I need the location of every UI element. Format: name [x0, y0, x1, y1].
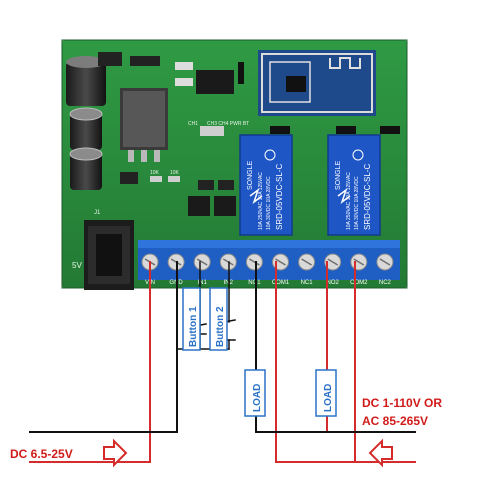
relay-2: SONGLE 10A 250VAC 10A 125VAC 10A 30VDC 1…	[327, 134, 381, 236]
silk-ch3-label: CH3 CH4 PWR BT	[207, 121, 249, 127]
relay-2-rating-1: 10A 250VAC 10A 125VAC	[346, 172, 352, 230]
silkscreen-text: CH3 CH4 PWR BT CH1 10K 10K J1 5V	[72, 121, 249, 270]
capacitor-small	[69, 147, 103, 190]
terminal-label-nc2: NC2	[379, 280, 392, 286]
silk-10k-1: 10K	[150, 170, 160, 176]
terminal-screw-com1	[272, 253, 289, 271]
relay-1: SONGLE 10A 250VAC 10A 125VAC 10A 30VDC 1…	[239, 134, 293, 236]
relay-2-model: SRD-05VDC-SL-C	[363, 164, 372, 230]
load-1-label: LOAD	[252, 384, 263, 412]
terminal-label-com1: COM1	[272, 280, 290, 286]
load-1-box: LOAD	[244, 369, 266, 417]
button-2-label-box: Button 2	[209, 287, 228, 351]
terminal-screw-nc2	[376, 253, 394, 271]
terminal-label-com2: COM2	[350, 280, 368, 286]
relay-1-rating-2: 10A 30VDC 10A 28VDC	[266, 176, 272, 230]
relay-2-brand: SONGLE	[335, 160, 342, 190]
silk-ch1-label: CH1	[188, 121, 198, 127]
button-1-label-box: Button 1	[182, 287, 201, 351]
terminal-screw-in1	[193, 253, 211, 271]
relay-1-brand: SONGLE	[247, 160, 254, 190]
ac-dc-input-arrow-icon	[368, 438, 393, 468]
capacitor-mid	[69, 107, 103, 150]
terminal-screw-no1	[245, 253, 263, 271]
terminal-label-nc1: NC1	[301, 280, 314, 286]
terminal-screw-nc1	[298, 253, 316, 271]
dc-barrel-jack	[84, 220, 134, 290]
load-2-label: LOAD	[323, 384, 334, 412]
button-1-label: Button 1	[188, 306, 199, 347]
relay-1-rating-1: 10A 250VAC 10A 125VAC	[258, 172, 264, 230]
dc-input-arrow-icon	[103, 438, 128, 468]
ac-dc-label-line1: DC 1-110V OR	[362, 396, 442, 410]
dc-input-label: DC 6.5-25V	[10, 447, 73, 461]
silk-10k-2: 10K	[170, 170, 180, 176]
terminal-label-no1: NO1	[248, 280, 261, 286]
capacitor-large	[66, 56, 106, 106]
voltage-regulator	[120, 88, 168, 162]
silk-5v-label: 5V	[72, 261, 82, 270]
terminal-screw-no2	[324, 253, 342, 271]
silk-j1-label: J1	[94, 210, 101, 216]
relay-2-rating-2: 10A 30VDC 10A 28VDC	[354, 176, 360, 230]
bluetooth-module	[258, 50, 376, 116]
terminal-label-in1: IN1	[198, 280, 208, 286]
smd-components	[98, 52, 400, 216]
button-2-label: Button 2	[215, 306, 226, 347]
relay-1-model: SRD-05VDC-SL-C	[275, 164, 284, 230]
load-2-box: LOAD	[315, 369, 337, 417]
terminal-screw-com2	[350, 253, 368, 271]
terminal-label-no2: NO2	[327, 280, 340, 286]
ac-dc-label-line2: AC 85-265V	[362, 414, 428, 428]
